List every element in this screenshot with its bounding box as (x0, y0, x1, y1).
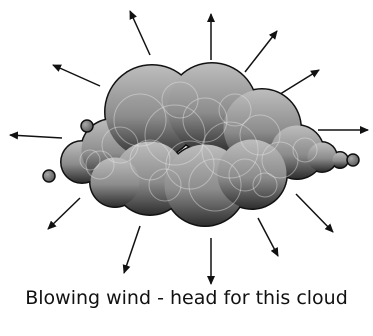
wind-arrow-icon (10, 135, 62, 138)
wind-arrow-icon (48, 198, 80, 229)
wind-arrow-icon (245, 31, 277, 72)
wind-arrow-icon (124, 226, 140, 273)
wind-arrow-icon (130, 11, 150, 55)
wind-arrow-icon (296, 194, 333, 232)
wind-arrow-icon (277, 70, 319, 96)
caption-text: Blowing wind - head for this cloud (0, 287, 373, 310)
wind-arrow-icon (53, 65, 100, 86)
wind-arrow-icon (258, 218, 278, 256)
cloud-icon (43, 62, 359, 227)
